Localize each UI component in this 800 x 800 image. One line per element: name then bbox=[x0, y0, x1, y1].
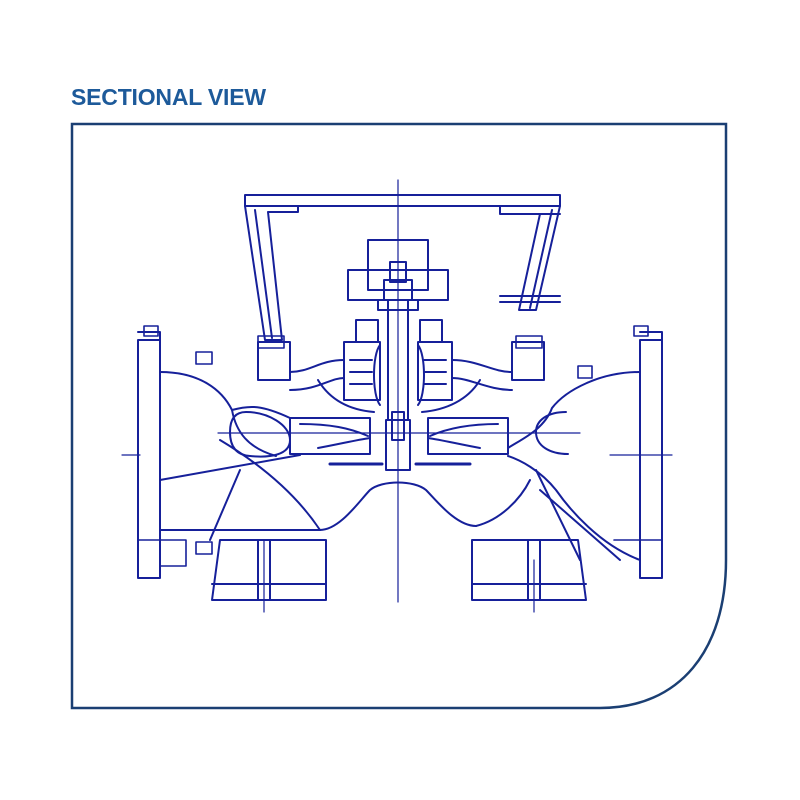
seal-housing bbox=[344, 320, 452, 405]
center-lines bbox=[122, 180, 672, 612]
section-title: SECTIONAL VIEW bbox=[71, 84, 266, 110]
flanges-and-bolts bbox=[138, 326, 662, 566]
left-volute bbox=[138, 332, 476, 578]
shaft bbox=[386, 300, 410, 470]
motor-stool bbox=[245, 195, 560, 340]
impeller bbox=[290, 418, 508, 464]
coupling bbox=[348, 240, 448, 310]
support-feet bbox=[212, 540, 586, 600]
right-volute bbox=[476, 332, 662, 578]
upper-casing bbox=[258, 342, 544, 412]
